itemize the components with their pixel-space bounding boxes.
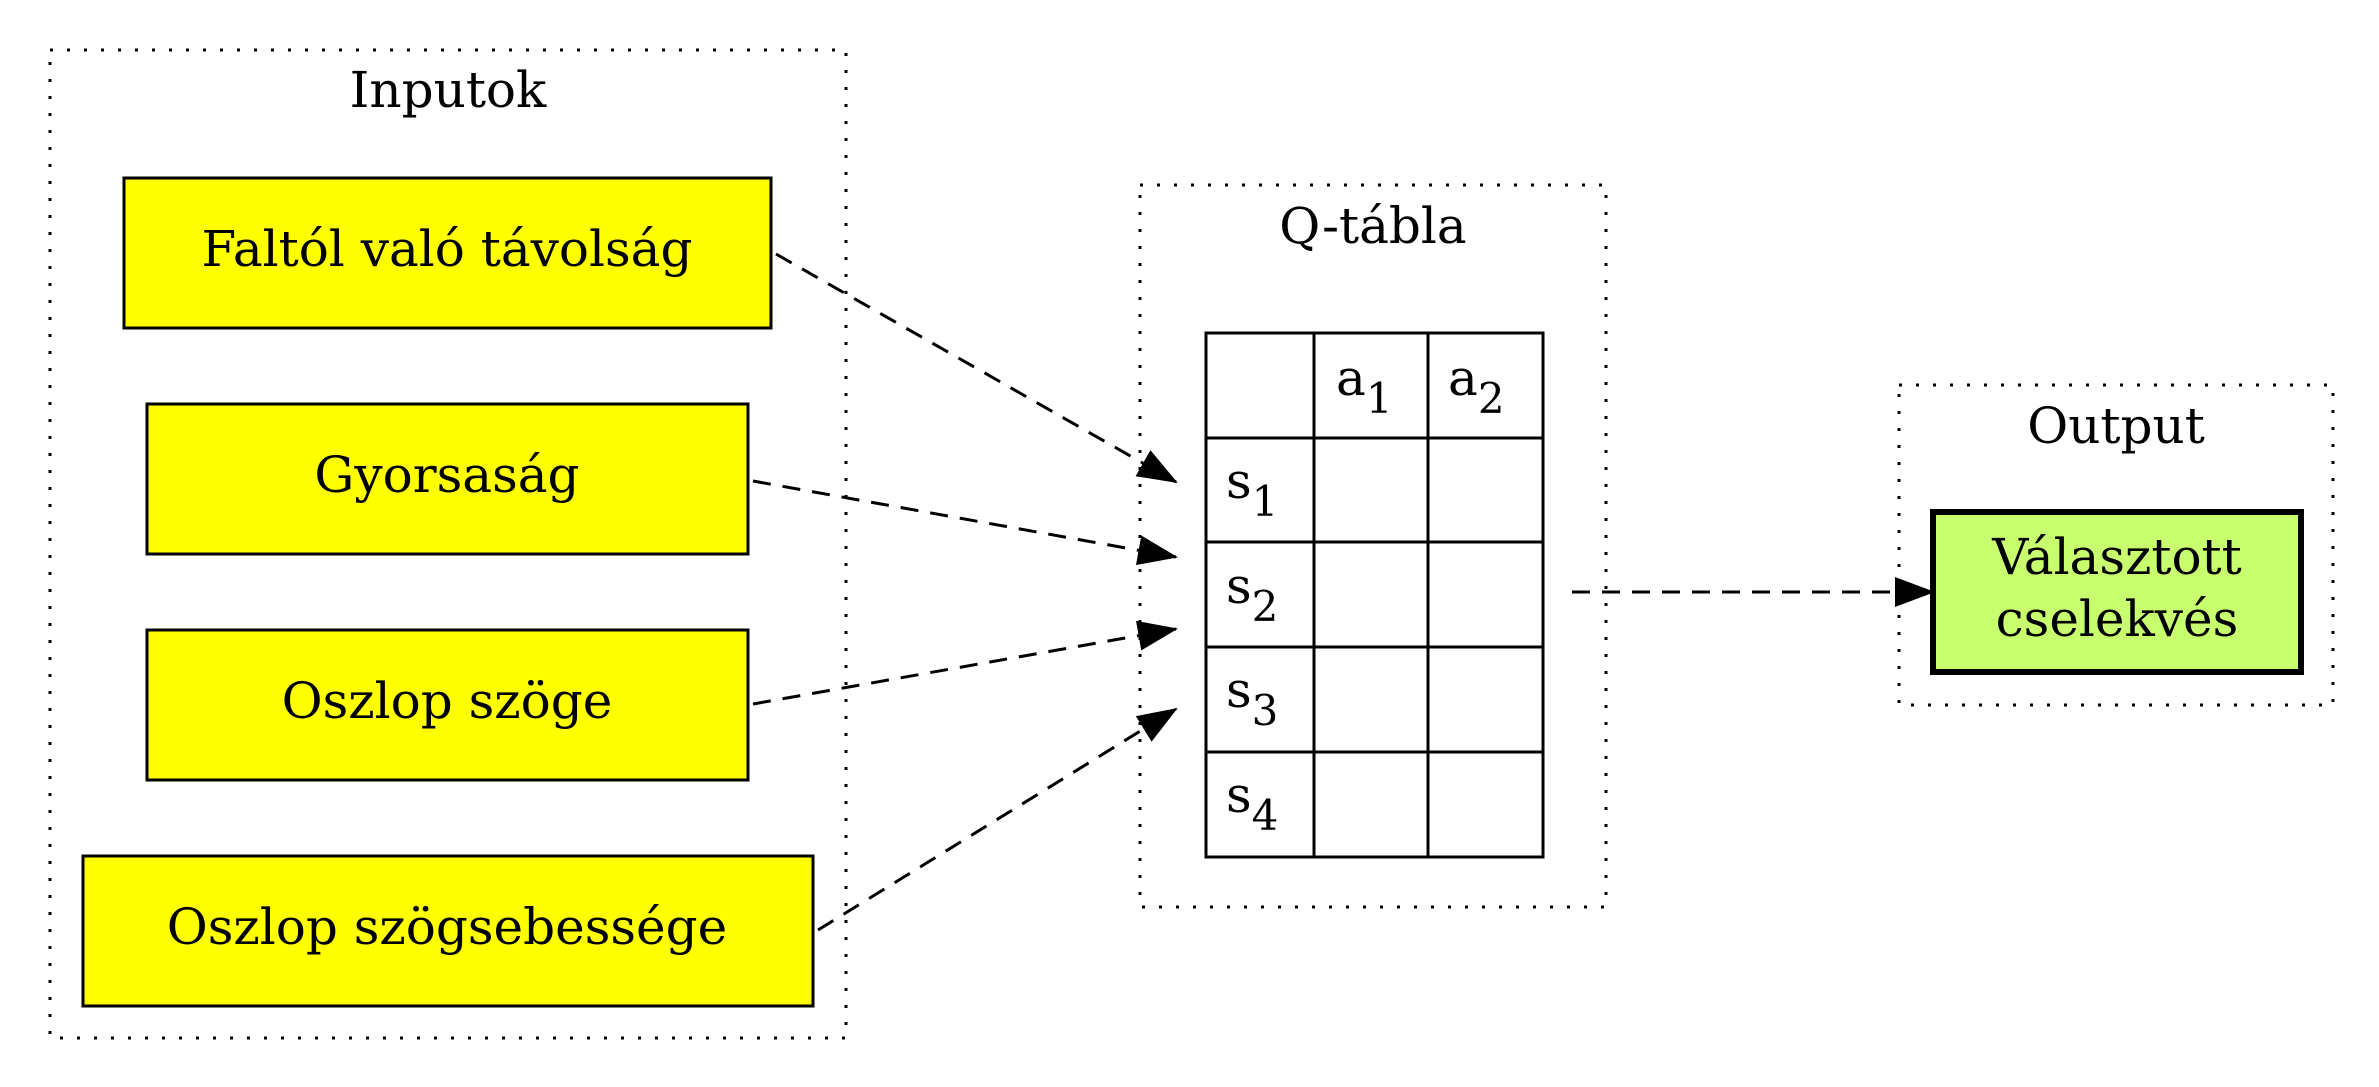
state-label-4-sub: 4 — [1252, 791, 1279, 840]
action-header-2-sub: 2 — [1478, 374, 1505, 423]
output-label-line2: cselekvés — [1996, 590, 2239, 648]
qtable-cluster-title: Q-tábla — [1279, 197, 1466, 255]
output-node — [1930, 509, 2304, 675]
edge-angular-velocity-to-qtable — [817, 707, 1178, 932]
input-label-distance: Faltól való távolság — [202, 220, 693, 278]
input-node-speed — [145, 402, 750, 556]
output-label-line1: Választott — [1991, 528, 2242, 586]
input-node-distance — [122, 176, 773, 330]
action-header-2-base: a — [1448, 349, 1478, 407]
input-node-angular-velocity — [81, 854, 815, 1008]
state-label-2-sub: 2 — [1252, 582, 1279, 631]
input-node-angle — [145, 628, 750, 782]
input-label-angular-velocity: Oszlop szögsebessége — [167, 898, 727, 956]
action-header-1-base: a — [1336, 349, 1366, 407]
state-label-2-base: s — [1226, 557, 1252, 615]
input-label-angle: Oszlop szöge — [282, 672, 613, 730]
action-header-1: a1 — [1336, 349, 1393, 423]
q-table — [1204, 331, 1545, 859]
state-label-2: s2 — [1226, 557, 1278, 631]
state-label-1-base: s — [1226, 452, 1252, 510]
state-label-1-sub: 1 — [1252, 477, 1279, 526]
qtable-cluster — [1138, 183, 1608, 909]
output-cluster — [1897, 383, 2335, 707]
edges — [752, 252, 1935, 932]
state-label-1: s1 — [1226, 452, 1278, 526]
state-label-3-sub: 3 — [1252, 686, 1279, 735]
state-label-3: s3 — [1226, 661, 1278, 735]
action-header-2: a2 — [1448, 349, 1505, 423]
state-label-3-base: s — [1226, 661, 1252, 719]
edge-speed-to-qtable — [752, 479, 1178, 566]
input-label-speed: Gyorsaság — [314, 446, 579, 504]
state-label-4-base: s — [1226, 766, 1252, 824]
state-label-4: s4 — [1226, 766, 1278, 840]
output-cluster-title: Output — [2027, 397, 2205, 455]
action-header-1-sub: 1 — [1366, 374, 1393, 423]
edge-angle-to-qtable — [752, 620, 1178, 706]
inputs-cluster-title: Inputok — [350, 61, 547, 119]
edge-distance-to-qtable — [775, 252, 1178, 484]
